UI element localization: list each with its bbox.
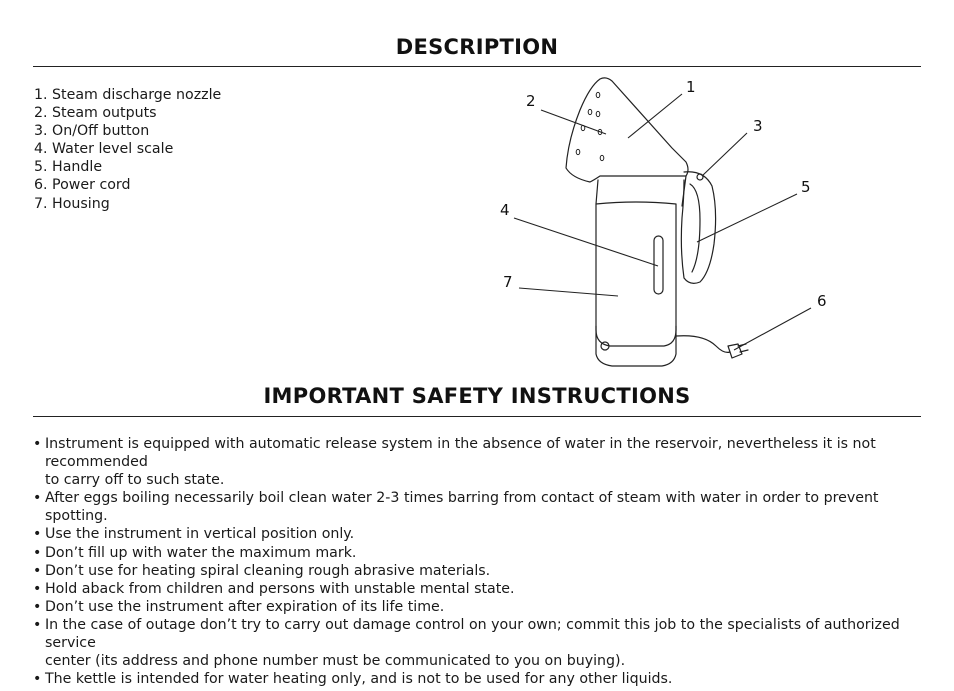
- description-divider: [33, 66, 921, 67]
- steam-hole: [595, 91, 601, 99]
- safety-instructions-list: •Instrument is equipped with automatic r…: [33, 435, 923, 688]
- description-heading: DESCRIPTION: [395, 35, 559, 59]
- part-item-4: 4. Water level scale: [34, 141, 174, 158]
- part-item-1: 1. Steam discharge nozzle: [34, 87, 222, 103]
- steam-hole: [599, 154, 605, 162]
- instruction-item: •Instrument is equipped with automatic r…: [33, 435, 923, 489]
- leader-line-3: [701, 132, 748, 177]
- bullet-icon: •: [33, 562, 42, 579]
- leader-line-5: [696, 193, 798, 243]
- steamer-diagram: 1 2 3 4 5 6 7: [500, 77, 827, 367]
- base-indicator: [600, 341, 610, 351]
- callout-6: 6: [817, 292, 827, 310]
- instruction-line: Don’t use for heating spiral cleaning ro…: [45, 562, 491, 579]
- callout-5: 5: [801, 178, 811, 196]
- instruction-line: Use the instrument in vertical position …: [45, 526, 355, 543]
- bullet-icon: •: [33, 526, 42, 543]
- instruction-line: Instrument is equipped with automatic re…: [45, 436, 876, 471]
- leader-line-4: [513, 217, 659, 267]
- instruction-item: •In the case of outage don’t try to carr…: [33, 616, 923, 670]
- handle-outline: [680, 171, 717, 284]
- nozzle-outline: [565, 77, 689, 183]
- instruction-item: •After eggs boiling necessarily boil cle…: [33, 489, 923, 525]
- parts-list: 1. Steam discharge nozzle 2. Steam outpu…: [34, 86, 221, 213]
- steam-hole: [595, 110, 601, 118]
- leader-line-2: [540, 109, 607, 135]
- handle-inner: [689, 183, 701, 273]
- bullet-icon: •: [33, 544, 42, 561]
- callout-2: 2: [526, 92, 536, 110]
- instruction-line: center (its address and phone number mus…: [45, 653, 626, 670]
- steam-hole: [587, 108, 593, 116]
- bullet-icon: •: [33, 580, 42, 597]
- instruction-item: •Don’t use the instrument after expirati…: [33, 598, 923, 616]
- bullet-icon: •: [33, 671, 42, 688]
- safety-heading: IMPORTANT SAFETY INSTRUCTIONS: [263, 384, 691, 408]
- instruction-line: to carry off to such state.: [45, 472, 225, 489]
- instruction-line: The kettle is intended for water heating…: [45, 671, 673, 688]
- instruction-item: •Don’t use for heating spiral cleaning r…: [33, 562, 923, 580]
- callout-4: 4: [500, 201, 510, 219]
- callout-1: 1: [686, 78, 696, 96]
- part-item-5: 5. Handle: [34, 159, 103, 176]
- part-item-7: 7. Housing: [34, 195, 110, 212]
- leader-line-6: [733, 307, 812, 351]
- safety-divider: [33, 416, 921, 417]
- housing-outline: [595, 201, 677, 347]
- part-item-6: 6. Power cord: [34, 177, 131, 194]
- bullet-icon: •: [33, 436, 42, 452]
- callout-3: 3: [753, 117, 763, 135]
- instruction-item: •Use the instrument in vertical position…: [33, 525, 923, 543]
- instruction-item: •Don’t fill up with water the maximum ma…: [33, 544, 923, 562]
- instruction-item: •Hold aback from children and persons wi…: [33, 580, 923, 598]
- plug-shape: [727, 343, 749, 359]
- steam-hole: [575, 148, 581, 156]
- instruction-line: Don’t use the instrument after expiratio…: [45, 598, 445, 615]
- leader-line-1: [627, 93, 683, 139]
- on-off-button-shape: [696, 173, 704, 181]
- instruction-line: Hold aback from children and persons wit…: [45, 580, 515, 597]
- bullet-icon: •: [33, 616, 42, 633]
- leader-line-7: [518, 287, 619, 297]
- base-outline: [595, 325, 677, 367]
- bullet-icon: •: [33, 490, 42, 507]
- power-cord: [675, 335, 731, 353]
- instruction-item: •The kettle is intended for water heatin…: [33, 670, 923, 688]
- instruction-line: After eggs boiling necessarily boil clea…: [45, 490, 879, 525]
- instruction-line: Don’t fill up with water the maximum mar…: [45, 544, 357, 561]
- bullet-icon: •: [33, 598, 42, 615]
- part-item-2: 2. Steam outputs: [34, 105, 157, 122]
- callout-7: 7: [503, 273, 513, 291]
- instruction-line: In the case of outage don’t try to carry…: [45, 616, 900, 652]
- part-item-3: 3. On/Off button: [34, 123, 150, 140]
